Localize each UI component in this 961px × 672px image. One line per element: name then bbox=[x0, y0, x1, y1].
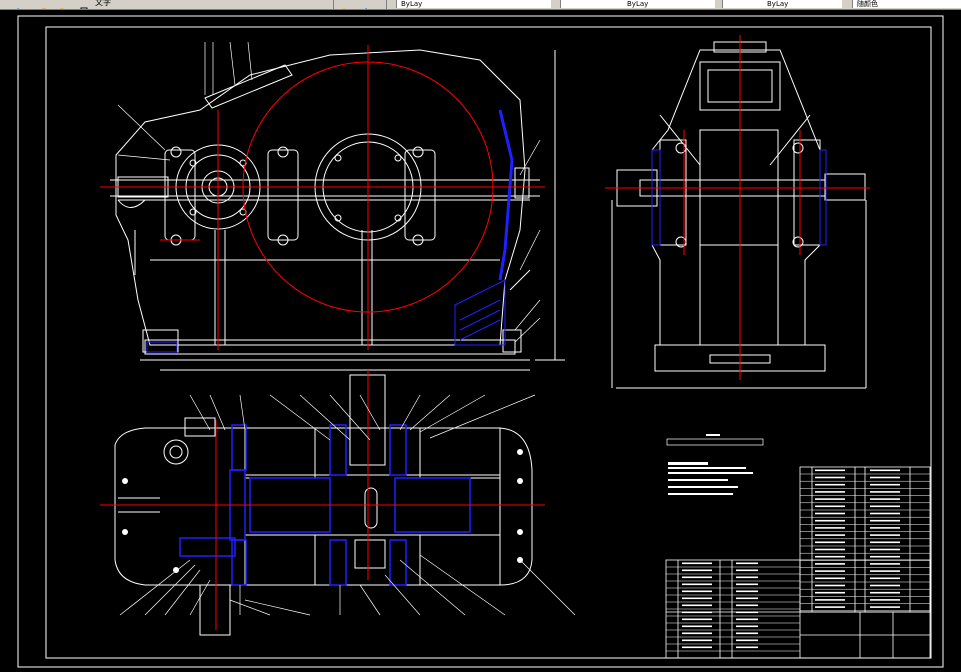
top-view bbox=[100, 370, 576, 636]
drawing-frame bbox=[17, 15, 944, 668]
toolbar-separator bbox=[386, 0, 387, 9]
sun-icon[interactable] bbox=[58, 0, 67, 9]
lineweight-dropdown-value: ByLay bbox=[767, 0, 789, 8]
drawing-canvas[interactable] bbox=[0, 10, 961, 672]
linetype-dropdown-value: ByLay bbox=[627, 0, 649, 8]
plotstyle-dropdown-value: 随颜色 bbox=[857, 0, 878, 8]
front-view bbox=[100, 41, 565, 371]
lock-icon[interactable] bbox=[40, 0, 49, 9]
lineweight-dropdown[interactable]: ByLay bbox=[722, 0, 842, 8]
color-dropdown-value: ByLay bbox=[401, 0, 423, 8]
color-dropdown[interactable]: ByLay bbox=[396, 0, 551, 8]
linetype-dropdown[interactable]: ByLay bbox=[560, 0, 715, 8]
match-properties-icon[interactable] bbox=[340, 0, 349, 9]
side-view bbox=[605, 35, 870, 389]
color-swatch-icon[interactable] bbox=[80, 0, 89, 9]
parts-list-rows bbox=[666, 469, 930, 652]
cad-toolbar: 文字 ByLay ByLay ByLay 随颜色 bbox=[0, 0, 961, 10]
layer-previous-icon[interactable] bbox=[362, 0, 371, 9]
toolbar-separator bbox=[333, 0, 334, 9]
technical-notes bbox=[666, 434, 764, 495]
parts-list-table bbox=[665, 466, 931, 659]
layer-name-label[interactable]: 文字 bbox=[95, 0, 111, 7]
layer-state-icon[interactable] bbox=[14, 0, 23, 9]
plotstyle-dropdown[interactable]: 随颜色 bbox=[852, 0, 961, 8]
